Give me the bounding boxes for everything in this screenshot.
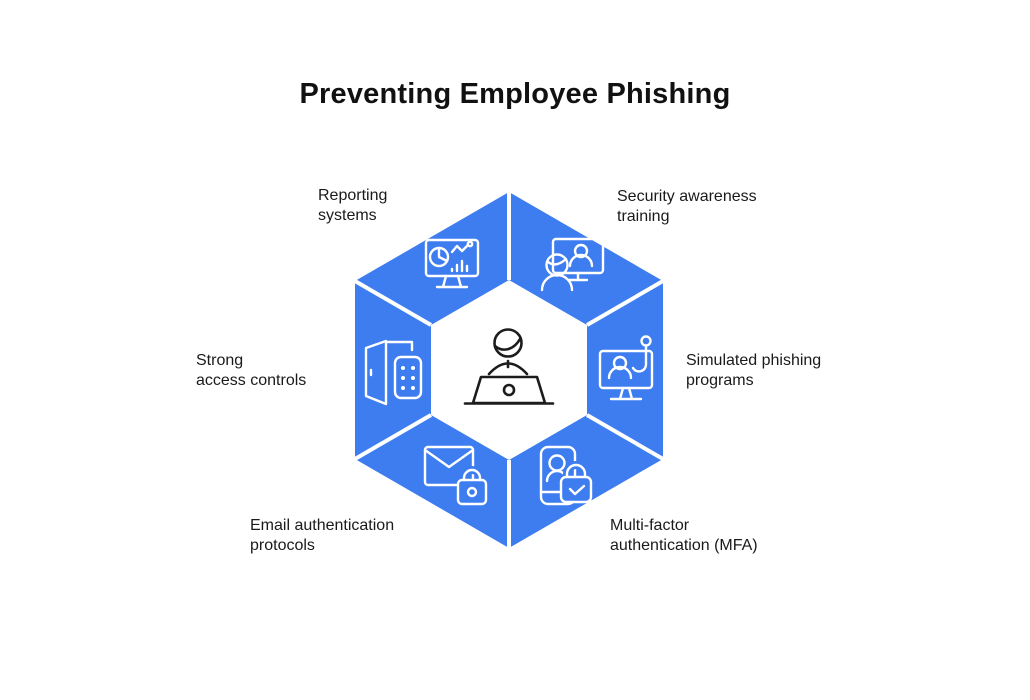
label-email-authentication-protocols: Email authentication protocols [250,516,394,555]
label-line-1: Strong [196,352,244,369]
segment-dividers [353,192,665,548]
page-title: Preventing Employee Phishing [299,78,731,110]
label-simulated-phishing-programs: Simulated phishing programs [686,351,821,390]
envelope-lock-icon [423,445,488,506]
monitor-analytics-icon [424,238,480,289]
label-line-2: programs [686,371,754,389]
label-reporting-systems: Reporting systems [318,186,387,225]
label-line-2: systems [318,206,377,224]
phone-lock-check-icon [539,445,593,506]
label-line-2: training [617,207,670,225]
label-strong-access-controls: Strong access controls [196,351,306,390]
door-keypad-icon [364,339,423,406]
label-line-1: Simulated phishing [686,352,822,369]
label-multi-factor-authentication: Multi-factor authentication (MFA) [610,516,758,555]
label-line-2: protocols [250,536,315,554]
label-line-2: authentication (MFA) [610,536,758,554]
label-line-1: Reporting [318,187,388,204]
label-line-1: Multi-factor [610,517,690,534]
label-security-awareness-training: Security awareness training [617,187,757,226]
person-at-laptop-icon [463,328,555,405]
label-line-1: Security awareness [617,188,757,205]
label-line-1: Email authentication [250,517,395,534]
label-line-2: access controls [196,371,307,389]
training-monitor-person-icon [540,237,605,292]
monitor-phishing-hook-icon [598,335,654,401]
